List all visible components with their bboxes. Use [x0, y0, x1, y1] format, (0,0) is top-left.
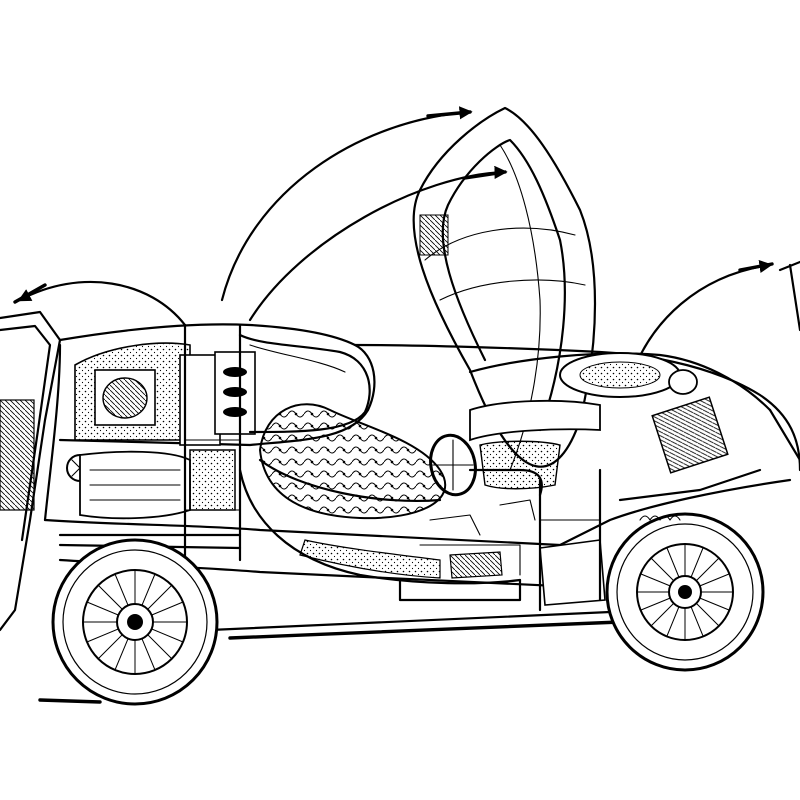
- car-body: [0, 310, 800, 640]
- rear-wheel: [51, 538, 219, 706]
- front-suspension: [618, 260, 800, 521]
- open-door: [412, 106, 597, 471]
- ground-shadow-rear: [38, 698, 102, 704]
- cockpit: [238, 333, 601, 536]
- door-arrow-lower: [248, 165, 508, 322]
- door-arrow-upper: [220, 106, 473, 302]
- chassis-frame: [183, 323, 602, 632]
- rear-clip-arrow: [17, 280, 187, 327]
- hinge-motion-arrows: [13, 106, 774, 382]
- carburettor-stack: [214, 351, 256, 435]
- front-wheel: [605, 512, 765, 672]
